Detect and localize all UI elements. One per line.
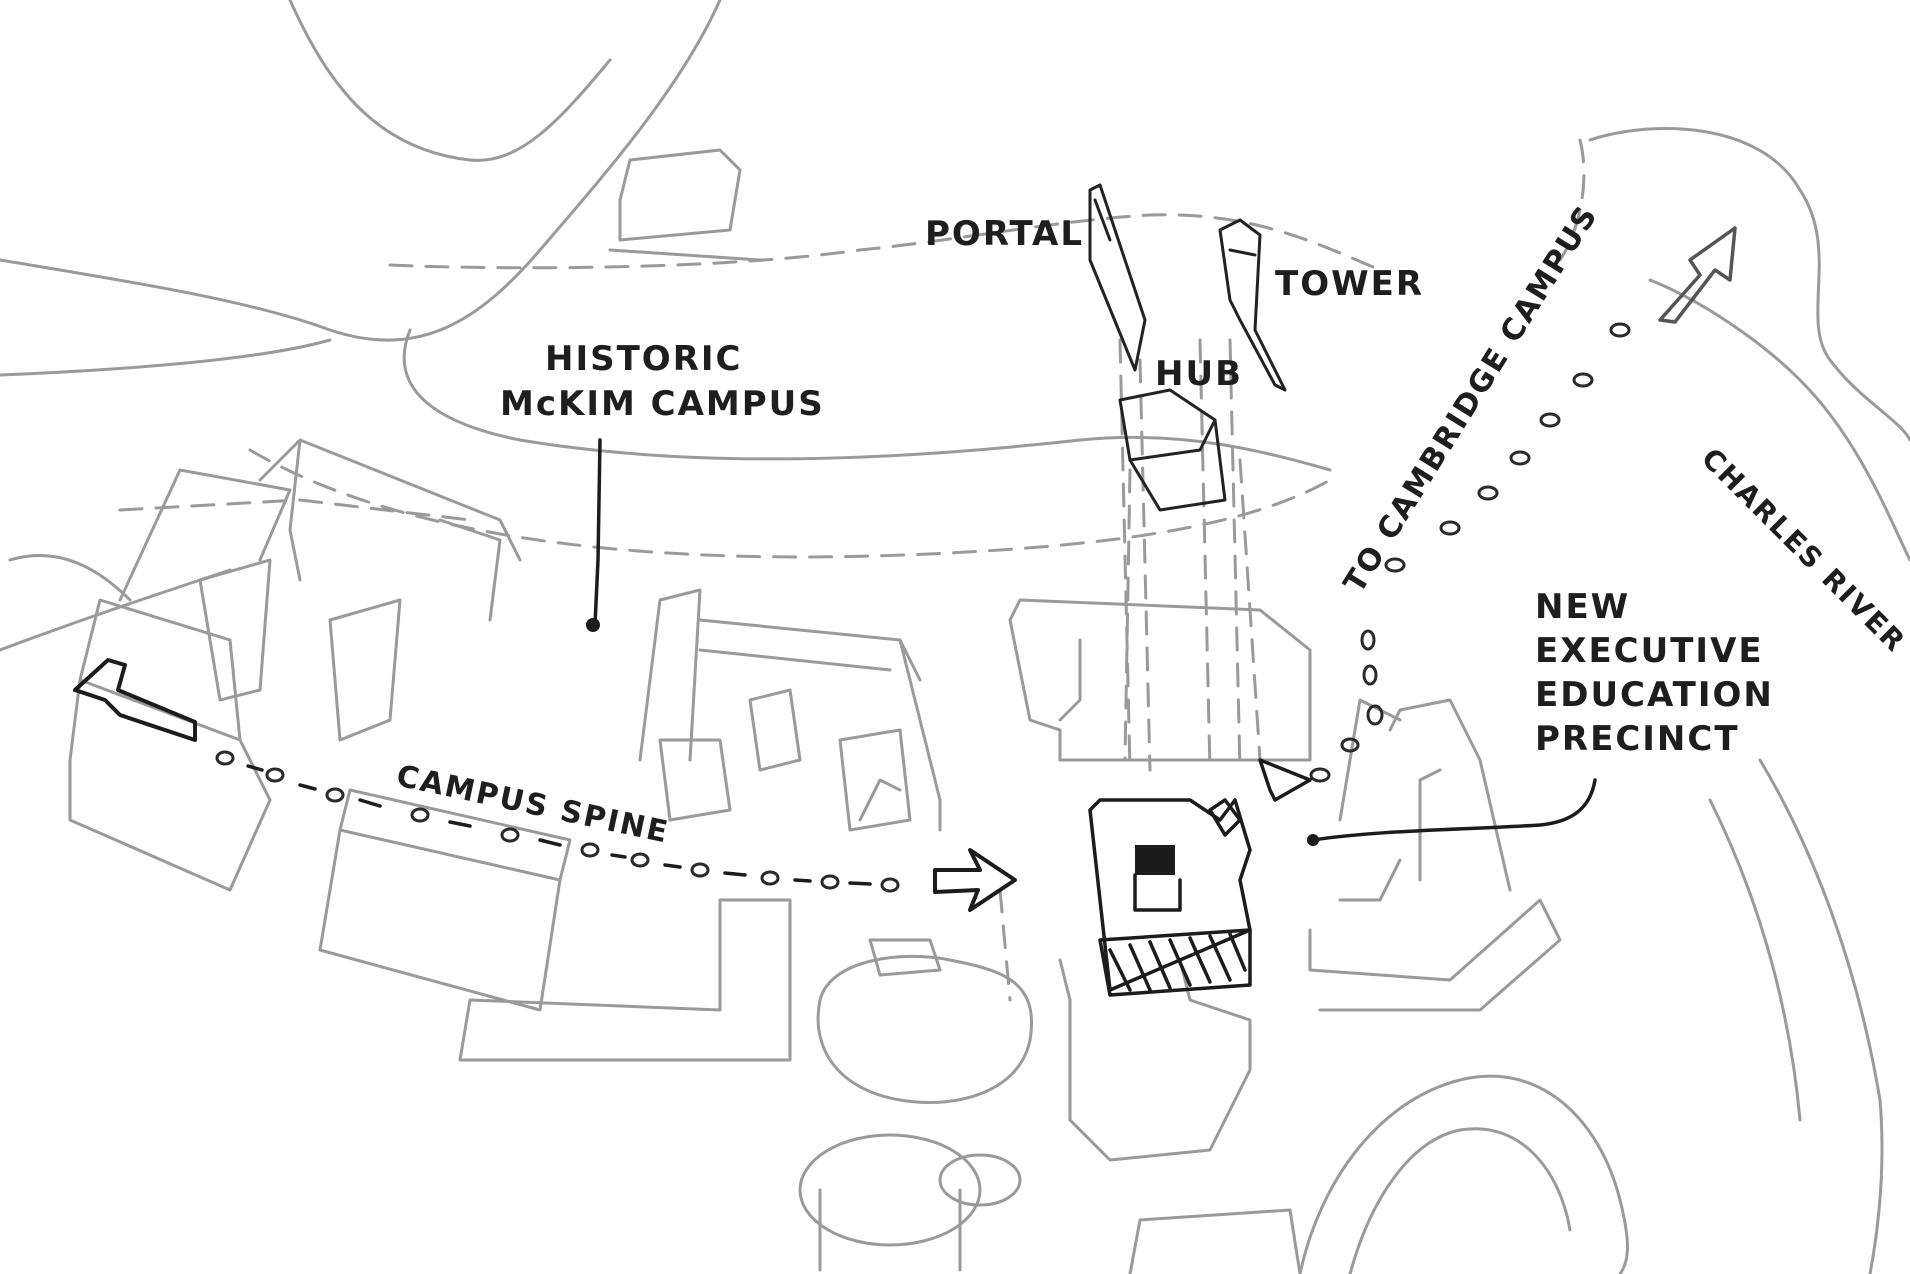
projection-lines — [998, 338, 1262, 1002]
historic-campus-pointer — [586, 438, 602, 632]
new-executive-building[interactable] — [1088, 798, 1252, 997]
portal-label: PORTAL — [925, 214, 1084, 254]
charles-river-label: CHARLES RIVER — [1695, 442, 1910, 659]
precinct-label-line1: NEW — [1535, 587, 1630, 627]
campus-buildings — [68, 148, 1562, 1162]
precinct-pointer — [1307, 778, 1597, 846]
new-building-core — [1135, 845, 1175, 875]
hub-cube — [1118, 388, 1227, 512]
portal-pylon — [1088, 183, 1147, 372]
campus-spine-path — [73, 658, 1017, 912]
campus-spine-label: CAMPUS SPINE — [393, 759, 672, 851]
precinct-label-line2: EXECUTIVE — [1535, 631, 1764, 671]
precinct-label-line4: PRECINCT — [1535, 719, 1740, 759]
tower-structure — [1218, 218, 1287, 392]
cambridge-path — [1258, 226, 1737, 802]
to-cambridge-label: TO CAMBRIDGE CAMPUS — [1337, 199, 1605, 599]
precinct-label-line3: EDUCATION — [1535, 675, 1774, 715]
historic-label-line2: McKIM CAMPUS — [500, 384, 825, 424]
historic-label-line1: HISTORIC — [545, 339, 742, 379]
tower-label: TOWER — [1275, 264, 1424, 304]
hub-label: HUB — [1155, 354, 1243, 394]
